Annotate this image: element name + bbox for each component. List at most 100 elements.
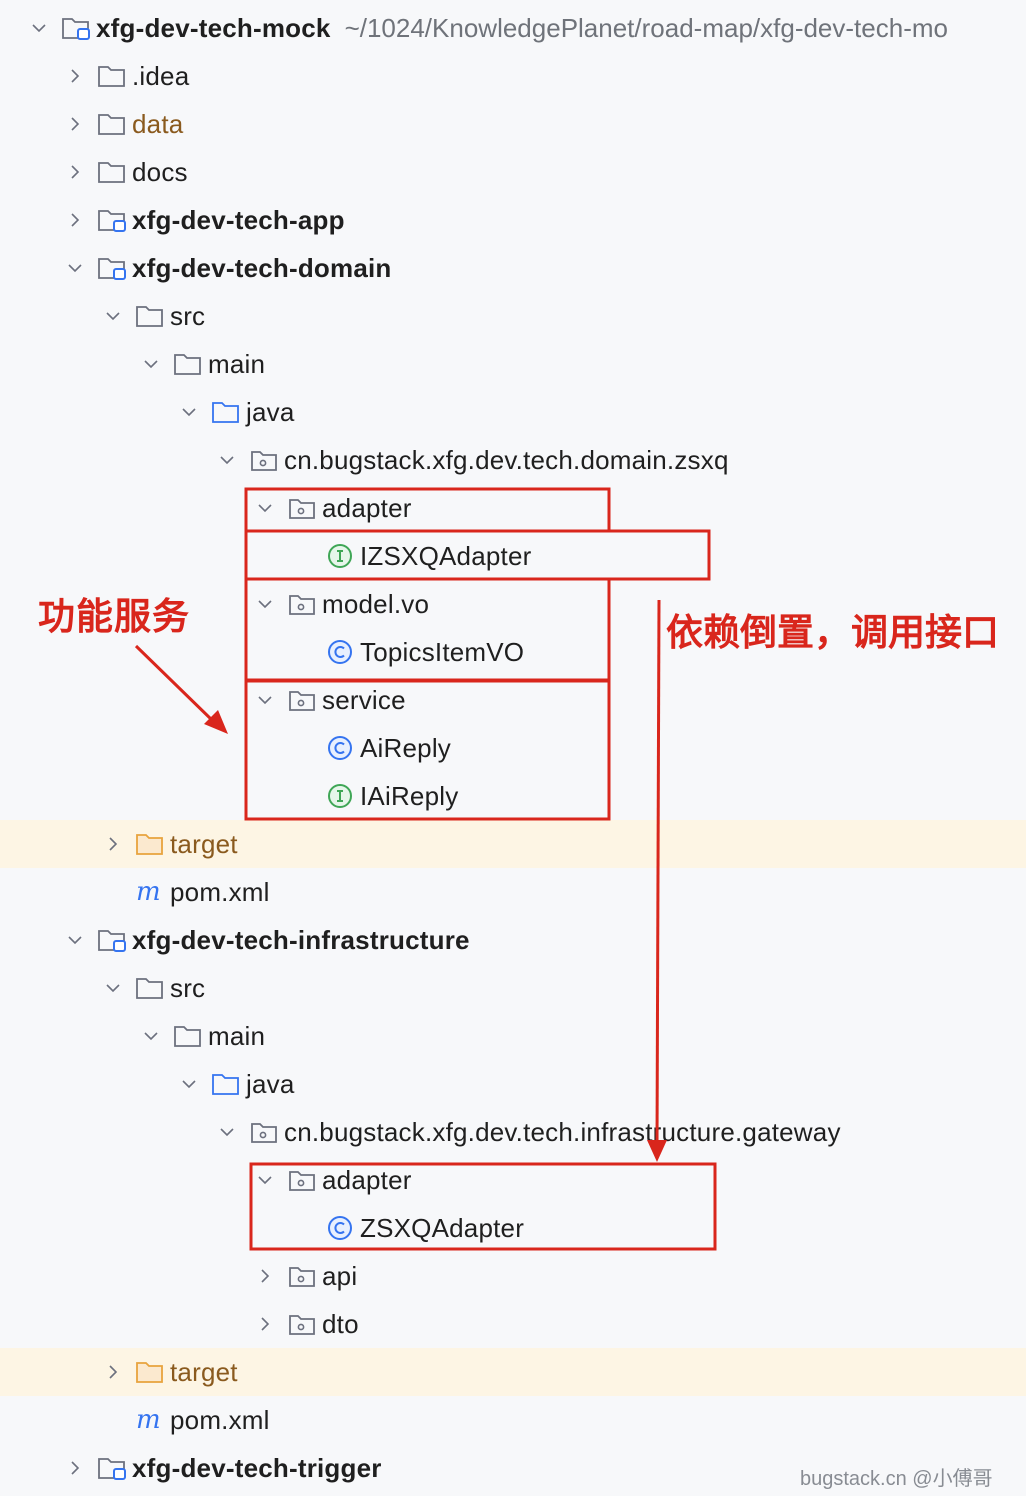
callout-right-label: 依赖倒置，调用接口 (666, 611, 999, 654)
chevron-down-icon[interactable] (176, 1071, 202, 1097)
tree-row-module-trigger[interactable]: xfg-dev-tech-trigger (0, 1444, 1026, 1492)
module-folder-icon (60, 13, 92, 43)
chevron-down-icon[interactable] (100, 975, 126, 1001)
tree-row-data[interactable]: data (0, 100, 1026, 148)
tree-row-label: cn.bugstack.xfg.dev.tech.infrastructure.… (284, 1116, 841, 1147)
tree-row-package-api[interactable]: api (0, 1252, 1026, 1300)
chevron-placeholder (290, 543, 316, 569)
chevron-placeholder (290, 735, 316, 761)
chevron-down-icon[interactable] (62, 927, 88, 953)
chevron-placeholder (100, 1407, 126, 1433)
interface-icon (324, 541, 356, 571)
tree-row-java[interactable]: java (0, 388, 1026, 436)
tree-row-label: adapter (322, 492, 412, 523)
tree-row-interface-iaireply[interactable]: IAiReply (0, 772, 1026, 820)
tree-row-project-root[interactable]: xfg-dev-tech-mock ~/1024/KnowledgePlanet… (0, 4, 1026, 52)
chevron-down-icon[interactable] (176, 399, 202, 425)
tree-row-label: xfg-dev-tech-infrastructure (132, 924, 470, 955)
excluded-folder-icon (134, 1357, 166, 1387)
chevron-right-icon[interactable] (100, 831, 126, 857)
tree-row-label: main (208, 1020, 266, 1051)
chevron-down-icon[interactable] (26, 15, 52, 41)
tree-row-pom-domain[interactable]: m pom.xml (0, 868, 1026, 916)
watermark: bugstack.cn @小傅哥 (800, 1468, 993, 1490)
module-folder-icon (96, 205, 128, 235)
tree-row-label: java (246, 396, 295, 427)
module-folder-icon (96, 925, 128, 955)
package-icon (286, 493, 318, 523)
chevron-down-icon[interactable] (252, 495, 278, 521)
tree-row-label: xfg-dev-tech-app (132, 204, 345, 235)
tree-row-module-app[interactable]: xfg-dev-tech-app (0, 196, 1026, 244)
tree-row-label: .idea (132, 60, 190, 91)
chevron-right-icon[interactable] (252, 1311, 278, 1337)
tree-row-label: docs (132, 156, 188, 187)
folder-icon (96, 61, 128, 91)
chevron-down-icon[interactable] (214, 447, 240, 473)
folder-icon (134, 973, 166, 1003)
tree-row-main[interactable]: main (0, 340, 1026, 388)
chevron-down-icon[interactable] (252, 687, 278, 713)
excluded-folder-icon (134, 829, 166, 859)
folder-icon (96, 157, 128, 187)
tree-row-label: xfg-dev-tech-domain (132, 252, 392, 283)
chevron-down-icon[interactable] (100, 303, 126, 329)
tree-row-package-dto[interactable]: dto (0, 1300, 1026, 1348)
tree-row-target-infrastructure[interactable]: target (0, 1348, 1026, 1396)
tree-row-module-domain[interactable]: xfg-dev-tech-domain (0, 244, 1026, 292)
tree-row-class-aireply[interactable]: AiReply (0, 724, 1026, 772)
chevron-down-icon[interactable] (62, 255, 88, 281)
tree-row-package-adapter[interactable]: adapter (0, 484, 1026, 532)
chevron-right-icon[interactable] (100, 1359, 126, 1385)
source-folder-icon (210, 1069, 242, 1099)
tree-row-package-domain[interactable]: cn.bugstack.xfg.dev.tech.domain.zsxq (0, 436, 1026, 484)
tree-row-label: xfg-dev-tech-trigger (132, 1452, 382, 1483)
tree-row-label: ZSXQAdapter (360, 1212, 525, 1243)
chevron-right-icon[interactable] (62, 159, 88, 185)
tree-row-label: AiReply (360, 732, 451, 763)
tree-row-main[interactable]: main (0, 1012, 1026, 1060)
chevron-right-icon[interactable] (62, 207, 88, 233)
tree-row-interface-izsxqadapter[interactable]: IZSXQAdapter (0, 532, 1026, 580)
tree-row-target-domain[interactable]: target (0, 820, 1026, 868)
chevron-right-icon[interactable] (62, 1455, 88, 1481)
tree-row-package-adapter[interactable]: adapter (0, 1156, 1026, 1204)
tree-row-package-gateway[interactable]: cn.bugstack.xfg.dev.tech.infrastructure.… (0, 1108, 1026, 1156)
tree-row-label: java (246, 1068, 295, 1099)
chevron-down-icon[interactable] (252, 1167, 278, 1193)
maven-icon: m (134, 1405, 166, 1435)
chevron-down-icon[interactable] (138, 351, 164, 377)
tree-row-package-service[interactable]: service (0, 676, 1026, 724)
chevron-right-icon[interactable] (62, 63, 88, 89)
tree-row-label: data (132, 108, 184, 139)
chevron-down-icon[interactable] (138, 1023, 164, 1049)
tree-row-label: main (208, 348, 266, 379)
chevron-down-icon[interactable] (214, 1119, 240, 1145)
tree-row-label: service (322, 684, 406, 715)
tree-row-idea[interactable]: .idea (0, 52, 1026, 100)
package-icon (248, 445, 280, 475)
package-icon (286, 1261, 318, 1291)
tree-row-java[interactable]: java (0, 1060, 1026, 1108)
folder-icon (172, 1021, 204, 1051)
chevron-down-icon[interactable] (252, 591, 278, 617)
chevron-right-icon[interactable] (62, 111, 88, 137)
tree-row-label: src (170, 972, 206, 1003)
tree-row-module-infrastructure[interactable]: xfg-dev-tech-infrastructure (0, 916, 1026, 964)
module-folder-icon (96, 253, 128, 283)
chevron-right-icon[interactable] (252, 1263, 278, 1289)
folder-icon (96, 109, 128, 139)
module-folder-icon (96, 1453, 128, 1483)
tree-row-label: dto (322, 1308, 359, 1339)
tree-row-class-zsxqadapter[interactable]: ZSXQAdapter (0, 1204, 1026, 1252)
tree-row-src[interactable]: src (0, 292, 1026, 340)
tree-row-src[interactable]: src (0, 964, 1026, 1012)
tree-row-pom-infrastructure[interactable]: m pom.xml (0, 1396, 1026, 1444)
class-icon (324, 733, 356, 763)
chevron-placeholder (290, 639, 316, 665)
tree-row-docs[interactable]: docs (0, 148, 1026, 196)
package-icon (286, 685, 318, 715)
tree-row-label: adapter (322, 1164, 412, 1195)
package-icon (286, 1309, 318, 1339)
